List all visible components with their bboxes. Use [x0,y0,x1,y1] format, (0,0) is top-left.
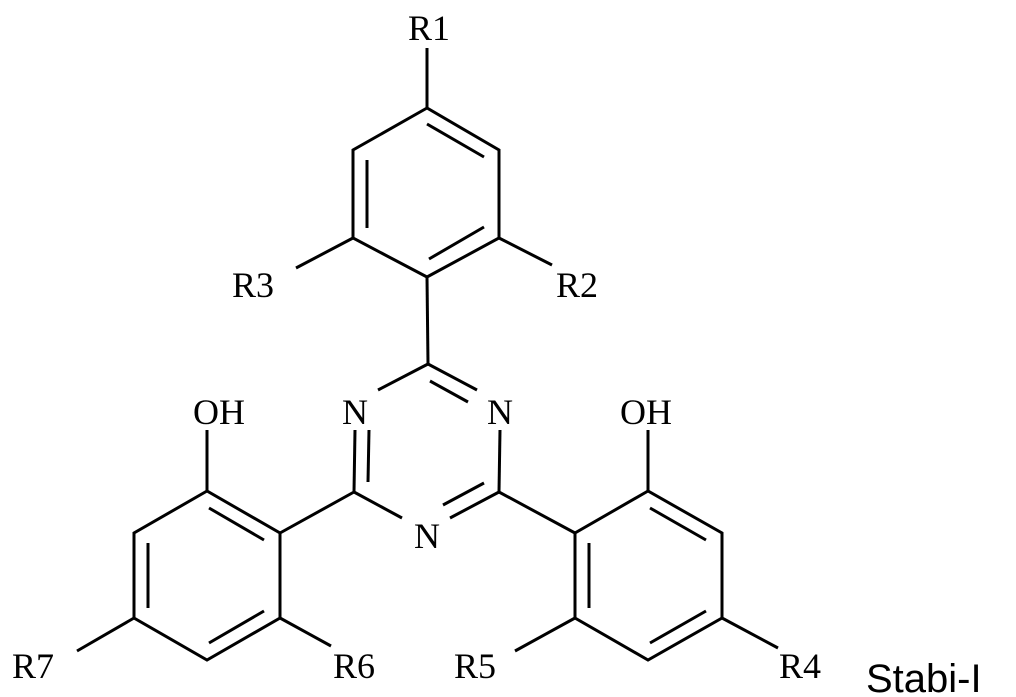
r4-bond [721,616,779,650]
compound-label: Stabi-I [866,657,982,697]
r3-bond [295,236,354,270]
triazine-right-ring-bond [498,490,576,535]
r7-bond [76,616,135,653]
r7-label: R7 [12,646,54,686]
r3-label: R3 [232,265,274,305]
right-phenol-ring [514,430,779,662]
r2-label: R2 [556,265,598,305]
right-hydroxyl-label: OH [620,392,672,432]
triazine-n-right: N [487,392,513,432]
r5-bond [514,616,576,653]
top-ring-triazine-bond [425,276,430,365]
r6-bond [279,616,332,648]
left-phenol-ring [76,430,332,662]
top-phenyl-ring [295,48,553,365]
r1-label: R1 [408,8,450,48]
triazine-ring [279,362,576,535]
r4-label: R4 [779,646,821,686]
triazine-left-ring-bond [279,490,355,535]
triazine-n-left: N [342,392,368,432]
r5-label: R5 [454,646,496,686]
triazine-n-bottom: N [414,516,440,556]
left-hydroxyl-label: OH [193,392,245,432]
r2-bond [498,236,553,267]
r6-label: R6 [333,646,375,686]
